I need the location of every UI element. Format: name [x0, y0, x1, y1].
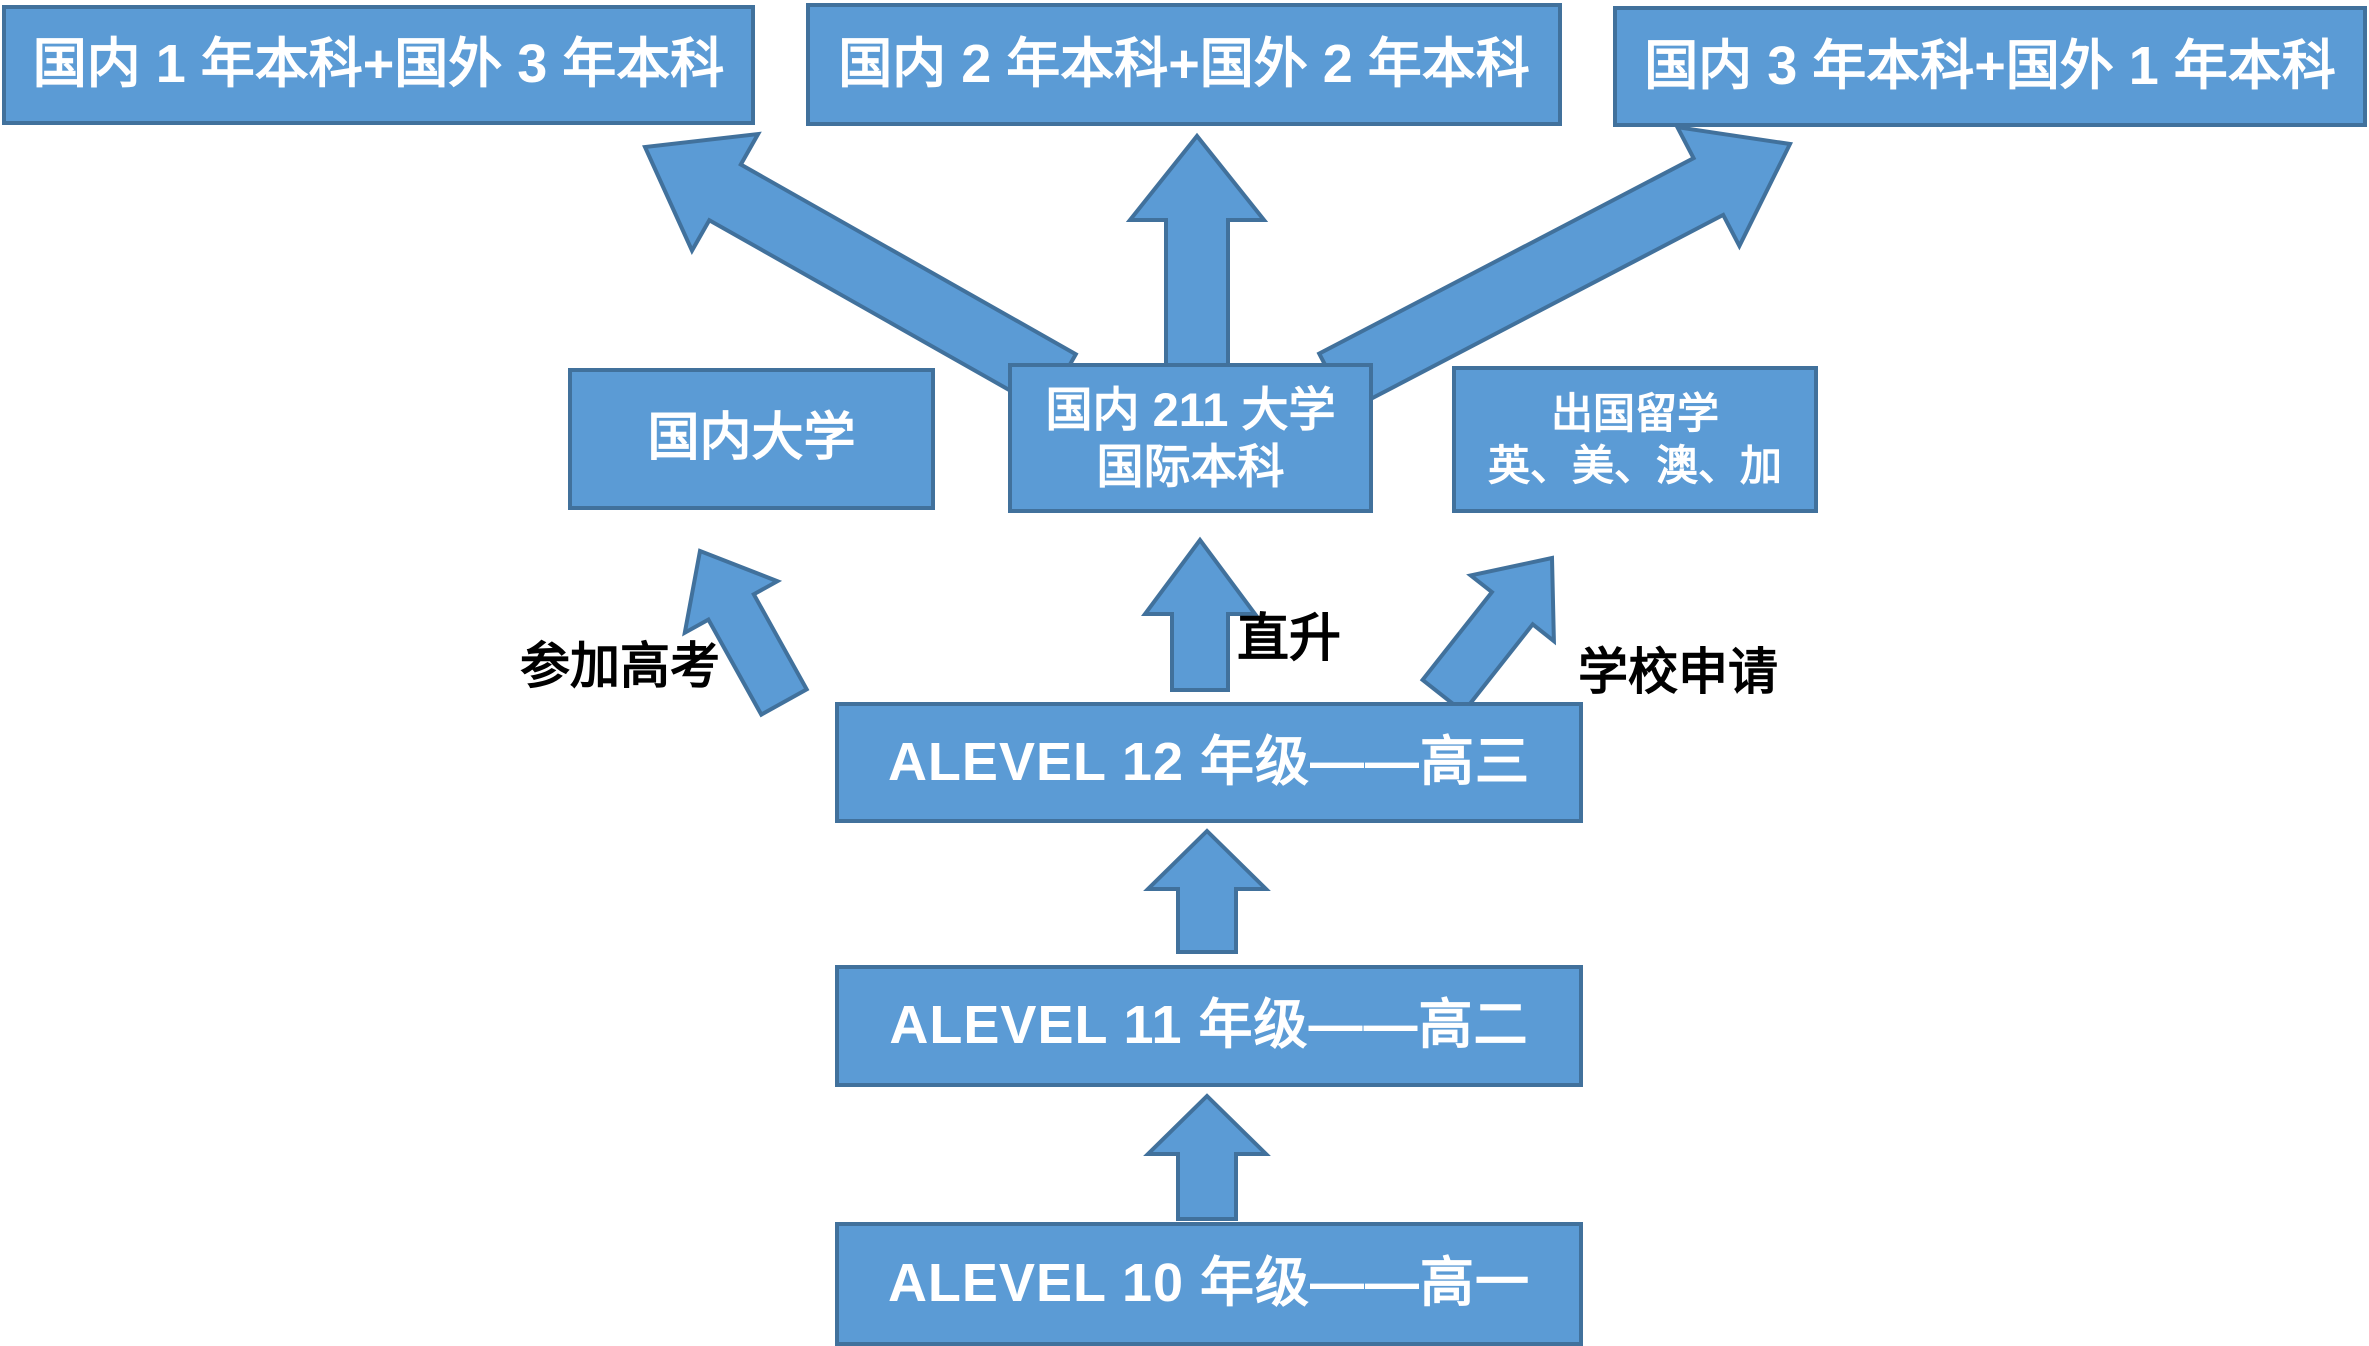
- box-label-line2: 国际本科: [1096, 440, 1285, 493]
- box-domestic3-abroad1: 国内 3 年本科+国外 1 年本科: [1613, 6, 2367, 127]
- arrow-211-to-domestic1-abroad3: [642, 131, 1079, 413]
- box-alevel-grade10: ALEVEL 10 年级——高一: [835, 1222, 1583, 1346]
- box-domestic1-abroad3: 国内 1 年本科+国外 3 年本科: [2, 5, 755, 125]
- arrow-direct-path: [1141, 536, 1259, 692]
- box-211-university-intl-bachelor: 国内 211 大学 国际本科: [1008, 363, 1373, 513]
- label-gaokao-exam: 参加高考: [520, 638, 720, 694]
- arrow-gaokao-path: [682, 548, 810, 718]
- box-study-abroad: 出国留学 英、美、澳、加: [1452, 366, 1818, 513]
- box-label: ALEVEL 12 年级——高三: [887, 731, 1531, 792]
- box-label: 国内 2 年本科+国外 2 年本科: [838, 33, 1530, 94]
- box-label-line1: 国内 211 大学: [1045, 382, 1336, 436]
- arrow-grade10-to-grade11: [1143, 1093, 1271, 1221]
- box-label: ALEVEL 11 年级——高二: [889, 995, 1529, 1056]
- box-label-line1: 出国留学: [1550, 390, 1719, 438]
- box-domestic-university: 国内大学: [568, 368, 935, 510]
- box-label: 国内 1 年本科+国外 3 年本科: [32, 34, 725, 95]
- arrow-apply-path: [1419, 555, 1556, 715]
- box-label: ALEVEL 10 年级——高一: [887, 1253, 1531, 1314]
- arrow-grade11-to-grade12: [1143, 828, 1271, 954]
- box-label: 国内 3 年本科+国外 1 年本科: [1644, 35, 2336, 96]
- box-label: 国内大学: [647, 409, 856, 468]
- box-alevel-grade12: ALEVEL 12 年级——高三: [835, 702, 1583, 823]
- box-alevel-grade11: ALEVEL 11 年级——高二: [835, 965, 1583, 1087]
- label-school-application: 学校申请: [1578, 644, 1778, 700]
- box-label-line2: 英、美、澳、加: [1487, 441, 1782, 489]
- arrow-211-to-domestic2-abroad2: [1125, 132, 1269, 384]
- label-direct-promotion: 直升: [1237, 611, 1342, 668]
- arrow-211-to-domestic3-abroad1: [1316, 124, 1794, 414]
- box-domestic2-abroad2: 国内 2 年本科+国外 2 年本科: [806, 3, 1562, 126]
